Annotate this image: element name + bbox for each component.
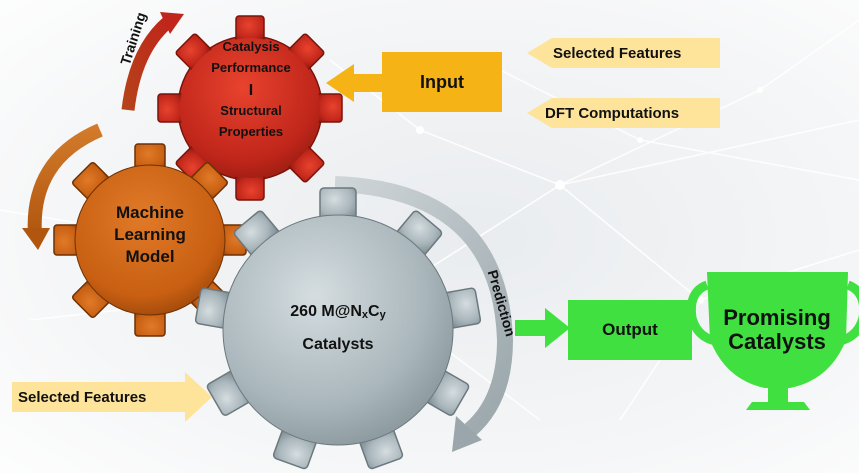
selected-features-bottom-arrow xyxy=(12,372,212,422)
selected-features-top-arrow xyxy=(527,38,720,68)
red-gear xyxy=(157,15,343,201)
gray-gear-label: 260 M@NxCy Catalysts xyxy=(258,303,418,354)
orange-gear-line3: Model xyxy=(125,247,175,267)
red-gear-label: Catalysis Performance I Structural Prope… xyxy=(196,39,306,140)
trophy-icon xyxy=(686,272,859,410)
output-box xyxy=(568,300,692,360)
orange-gear xyxy=(53,143,247,337)
orange-gear-line2: Learning xyxy=(114,225,186,245)
dft-label: DFT Computations xyxy=(545,105,680,122)
red-gear-line4: Properties xyxy=(218,124,284,140)
orange-gear-label: Machine Learning Model xyxy=(90,202,210,268)
red-gear-separator: I xyxy=(248,81,254,99)
selected-features-top-label: Selected Features xyxy=(553,45,682,62)
input-label: Input xyxy=(420,72,464,92)
training-arrow xyxy=(121,12,184,111)
gray-gear-line1: 260 M@NxCy xyxy=(290,303,386,321)
feedback-arrow xyxy=(22,123,103,250)
output-label: Output xyxy=(602,320,658,339)
trophy-line1: Promising xyxy=(723,305,831,330)
orange-gear-line1: Machine xyxy=(115,203,185,222)
selected-features-bottom-label: Selected Features xyxy=(18,389,147,406)
input-box xyxy=(382,52,502,112)
dft-arrow xyxy=(527,98,720,128)
input-arrow xyxy=(326,64,382,102)
prediction-arrow xyxy=(334,176,514,452)
red-gear-line3: Structural xyxy=(220,103,282,119)
trophy-label: Promising Catalysts xyxy=(712,305,842,355)
gray-gear xyxy=(194,187,482,470)
gray-gear-line2: Catalysts xyxy=(302,335,374,353)
red-gear-line2: Performance xyxy=(211,59,291,75)
red-gear-line1: Catalysis xyxy=(222,39,280,54)
output-arrow xyxy=(515,308,570,348)
trophy-line2: Catalysts xyxy=(728,329,826,355)
